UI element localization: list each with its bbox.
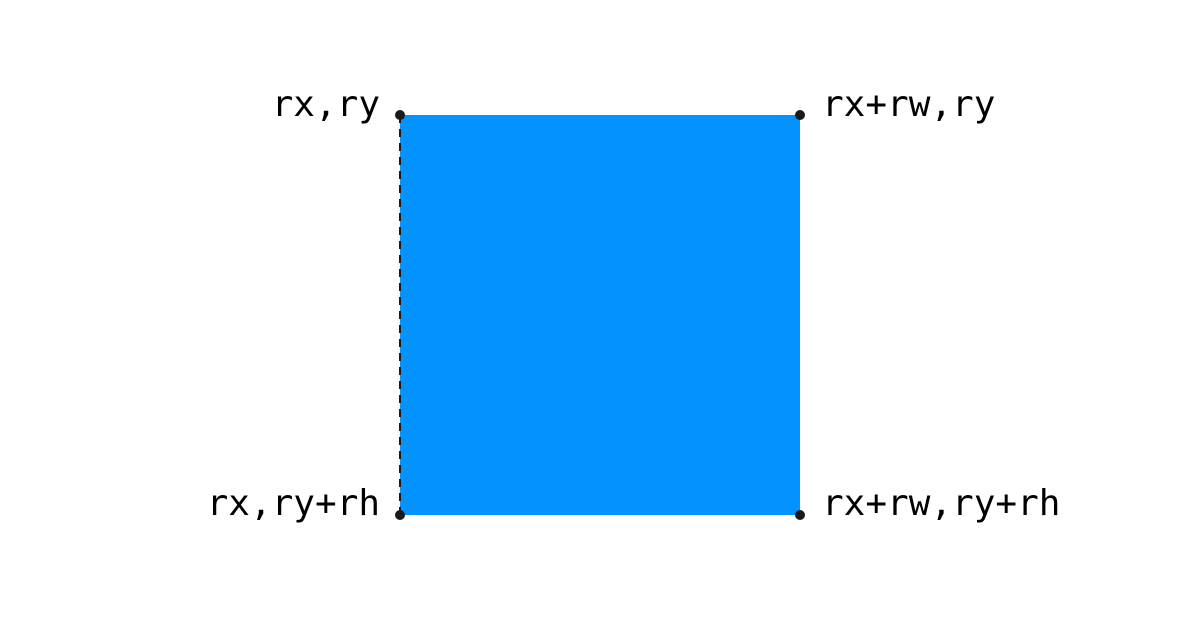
corner-point-bottom-right (795, 510, 805, 520)
corner-point-top-right (795, 110, 805, 120)
filled-rectangle (400, 115, 800, 515)
label-top-left: rx,ry (272, 84, 380, 125)
label-bottom-right: rx+rw,ry+rh (822, 483, 1060, 524)
corner-point-top-left (395, 110, 405, 120)
label-top-right: rx+rw,ry (822, 84, 995, 125)
label-bottom-left: rx,ry+rh (207, 483, 380, 524)
corner-point-bottom-left (395, 510, 405, 520)
